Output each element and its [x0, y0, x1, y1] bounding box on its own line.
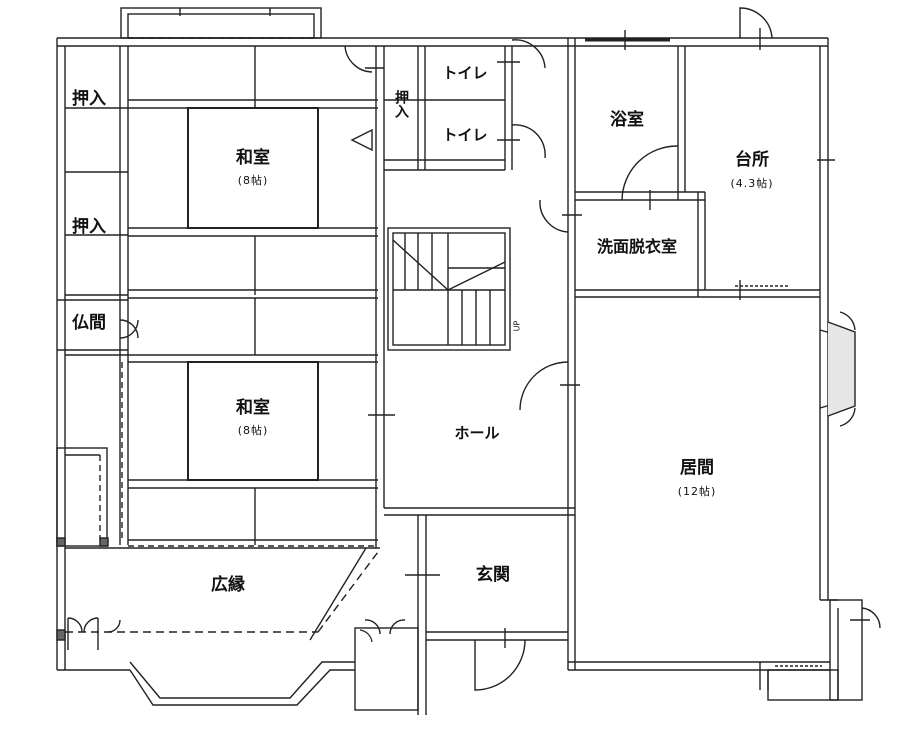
- room-oshiire-3: 押入: [393, 90, 409, 118]
- washitsu-bottom-walls: [121, 46, 385, 548]
- room-washitsu-top-size: (8帖): [237, 174, 269, 187]
- room-washitsu-bottom: 和室: [236, 398, 270, 418]
- left-alcove: [56, 447, 109, 547]
- room-entrance: 玄関: [476, 565, 510, 585]
- room-engawa: 広縁: [211, 575, 245, 595]
- room-living-size: (12帖): [677, 485, 717, 498]
- room-butsuma: 仏間: [72, 313, 106, 333]
- engawa-walls: [56, 547, 380, 706]
- wet-area-walls: [539, 7, 835, 670]
- room-living: 居間: [680, 458, 714, 478]
- door-swings: [359, 629, 373, 643]
- room-washitsu-top: 和室: [236, 148, 270, 168]
- room-hall: ホール: [454, 424, 500, 442]
- toilet-walls: [344, 39, 546, 171]
- hall-walls: [368, 311, 881, 701]
- room-oshiire-2: 押入: [72, 217, 106, 237]
- room-oshiire-1: 押入: [72, 89, 106, 109]
- room-kitchen: 台所: [735, 150, 769, 170]
- room-bath: 浴室: [610, 110, 644, 130]
- entrance-walls: [354, 507, 575, 715]
- stairs: [387, 227, 511, 351]
- top-balcony: [120, 7, 322, 39]
- room-washroom: 洗面脱衣室: [596, 237, 678, 256]
- closet-walls: [57, 46, 139, 545]
- washitsu-top-walls: [128, 46, 378, 363]
- stairs-up-label: UP: [512, 320, 522, 332]
- room-toilet-1: トイレ: [442, 64, 488, 82]
- room-washitsu-bottom-size: (8帖): [237, 424, 269, 437]
- room-toilet-2: トイレ: [442, 126, 488, 144]
- room-kitchen-size: (4.3帖): [730, 177, 774, 190]
